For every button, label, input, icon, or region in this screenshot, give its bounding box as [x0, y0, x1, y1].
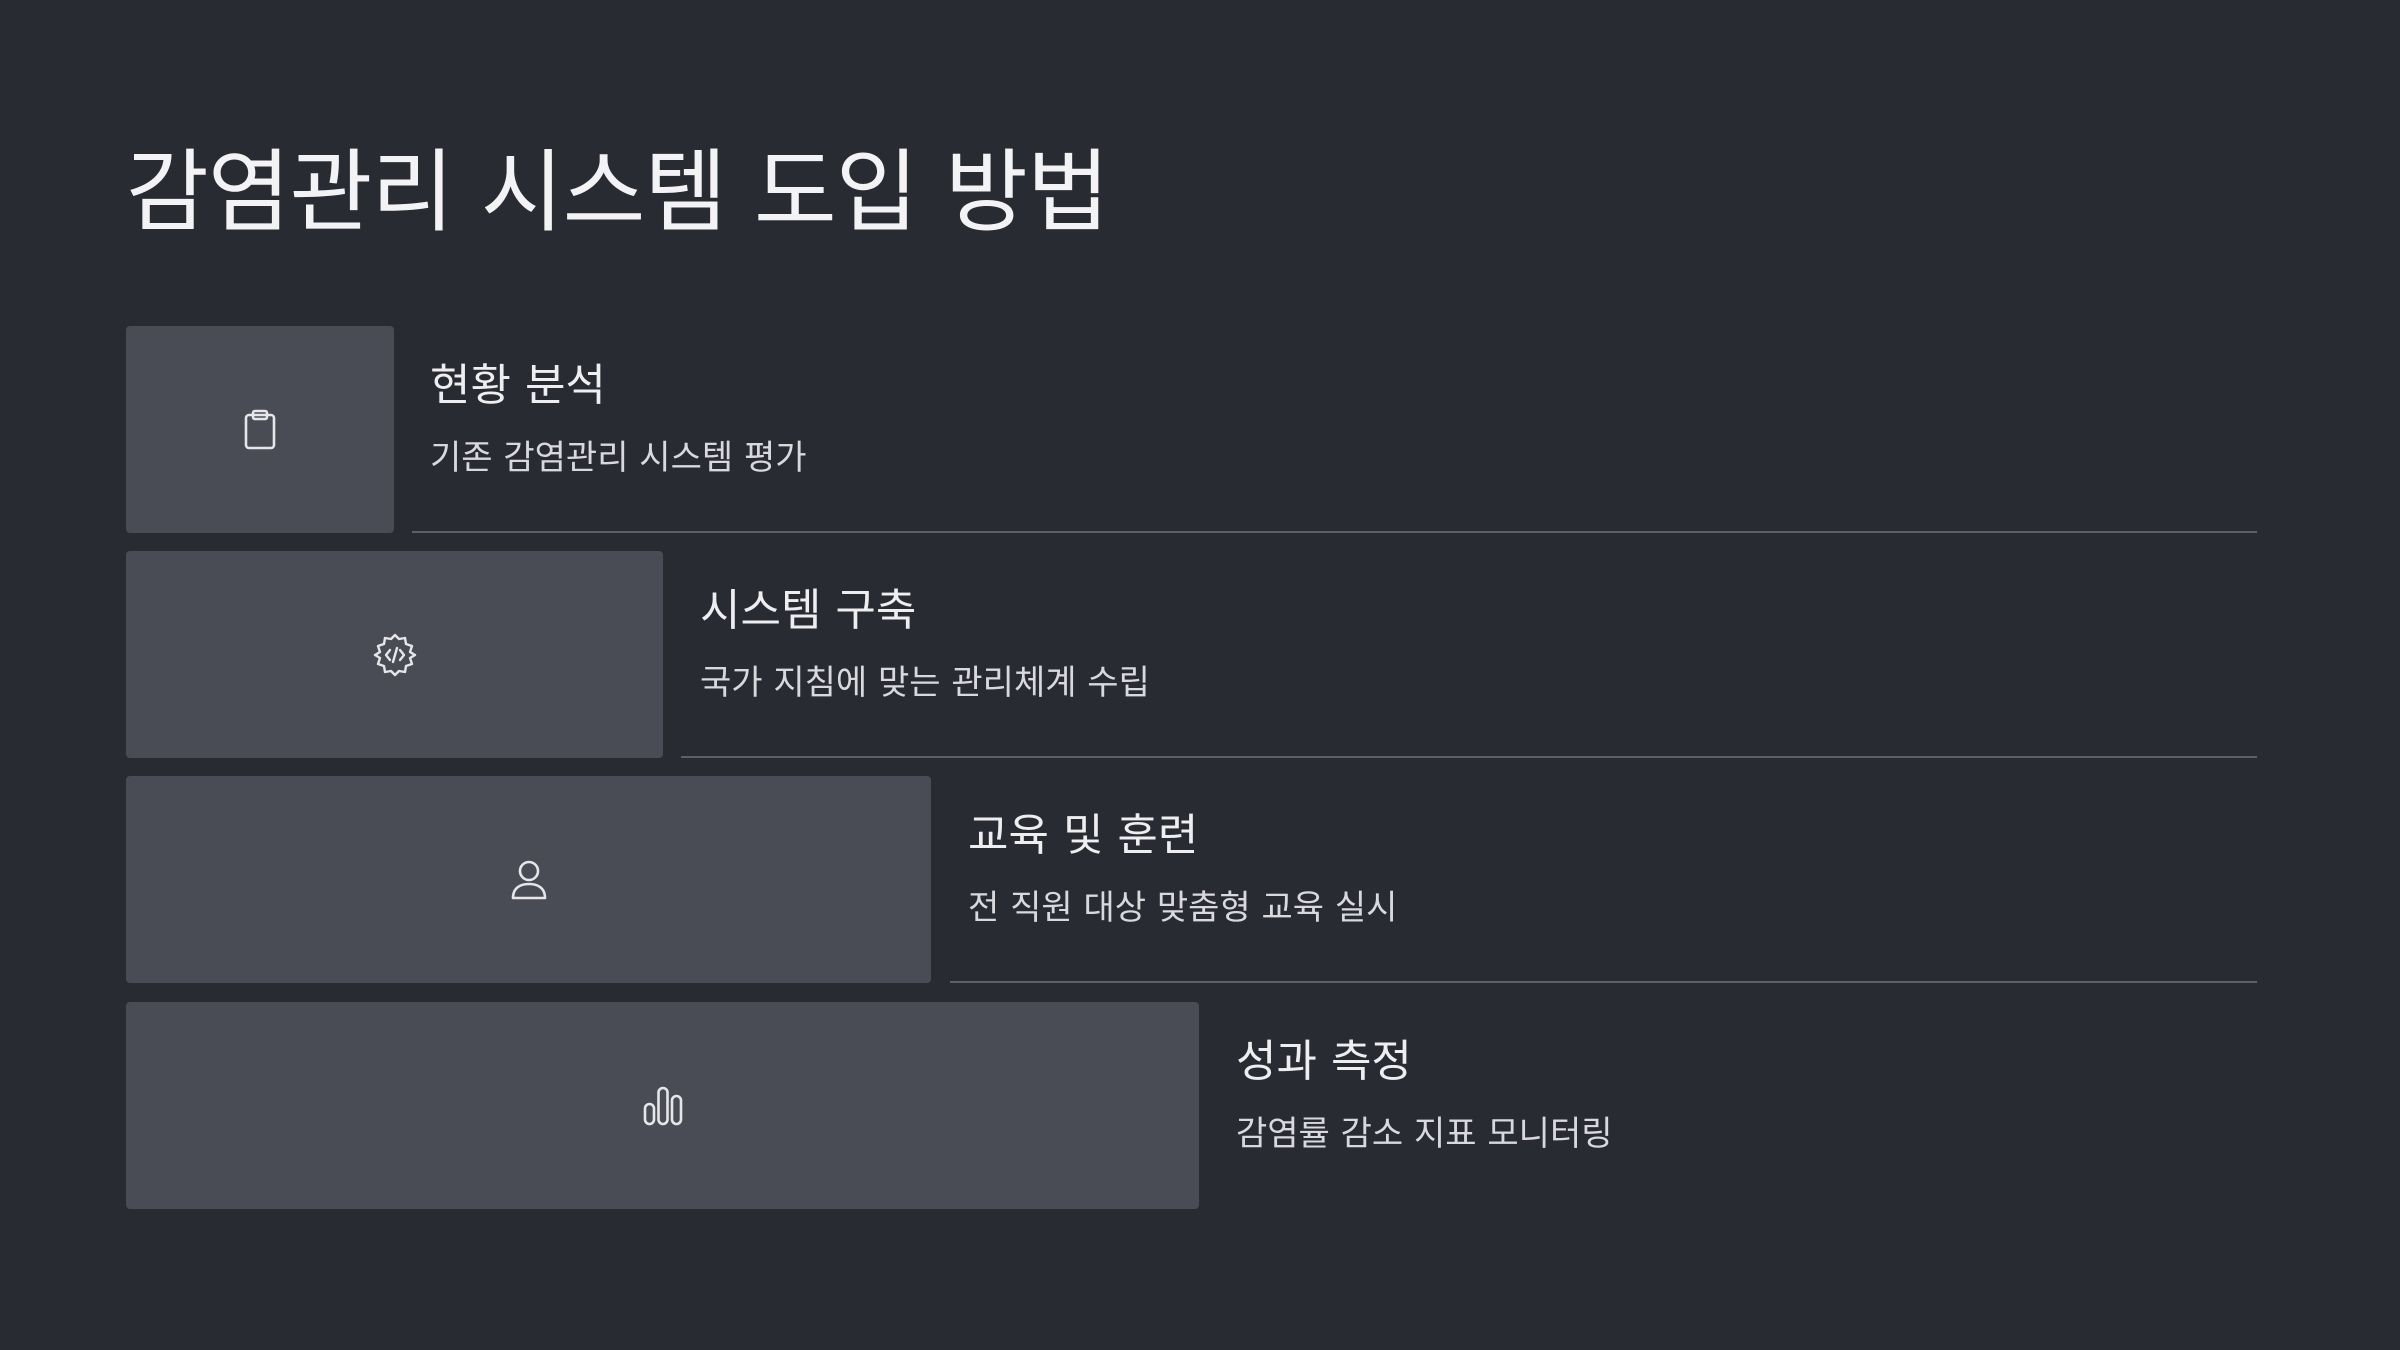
- step-icon-box: [126, 1002, 1199, 1209]
- page-title: 감염관리 시스템 도입 방법: [126, 140, 1110, 245]
- step-analysis: 현황 분석 기존 감염관리 시스템 평가: [126, 326, 2257, 533]
- step-training: 교육 및 훈련 전 직원 대상 맞춤형 교육 실시: [126, 776, 2257, 983]
- step-title: 시스템 구축: [700, 585, 917, 636]
- step-icon-box: [126, 326, 394, 533]
- step-title: 교육 및 훈련: [968, 810, 1199, 861]
- step-description: 감염률 감소 지표 모니터링: [1236, 1114, 1613, 1154]
- step-description: 기존 감염관리 시스템 평가: [430, 438, 807, 478]
- step-description: 전 직원 대상 맞춤형 교육 실시: [968, 888, 1398, 928]
- step-title: 성과 측정: [1236, 1036, 1412, 1087]
- divider: [950, 981, 2257, 983]
- step-icon-box: [126, 551, 663, 758]
- divider: [681, 756, 2257, 758]
- step-measure: 성과 측정 감염률 감소 지표 모니터링: [126, 1002, 2257, 1209]
- person-icon: [505, 856, 553, 904]
- step-description: 국가 지침에 맞는 관리체계 수립: [700, 663, 1150, 703]
- step-build: 시스템 구축 국가 지침에 맞는 관리체계 수립: [126, 551, 2257, 758]
- step-title: 현황 분석: [430, 360, 606, 411]
- bar-chart-icon: [639, 1082, 687, 1130]
- step-icon-box: [126, 776, 931, 983]
- code-gear-icon: [371, 631, 419, 679]
- clipboard-icon: [236, 406, 284, 454]
- divider: [412, 531, 2257, 533]
